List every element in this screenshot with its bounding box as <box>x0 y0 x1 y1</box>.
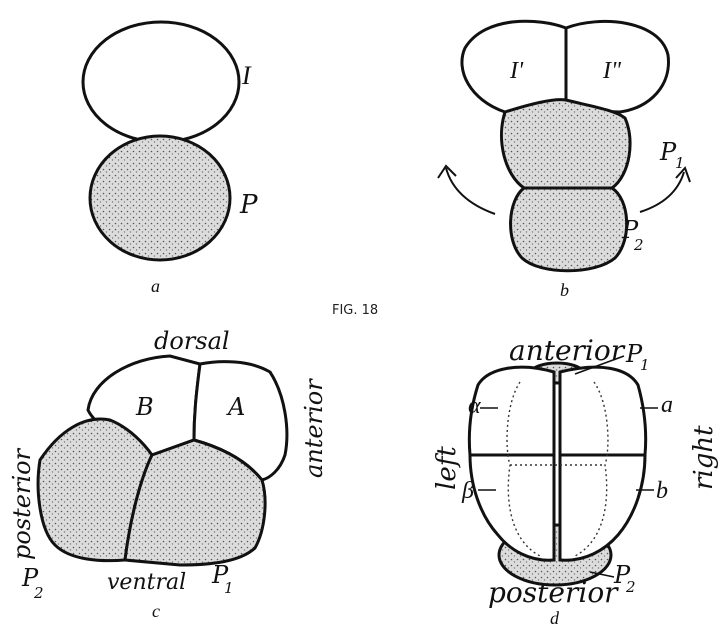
panel-d: anterior posterior left right P 1 P 2 α … <box>432 334 719 628</box>
cell-alpha <box>469 367 554 455</box>
label-P: P <box>239 190 258 220</box>
label-a: a <box>661 392 673 418</box>
panel-letter-b: b <box>560 280 569 300</box>
cell-P1 <box>501 100 630 188</box>
panel-letter-a: a <box>151 276 160 296</box>
panel-c: dorsal ventral posterior anterior B A P … <box>8 327 328 621</box>
rotation-arrow-left <box>446 168 495 214</box>
label-alpha: α <box>468 393 481 419</box>
label-A: A <box>226 393 245 421</box>
cell-b <box>560 455 645 560</box>
cell-P2 <box>511 188 627 271</box>
label-P2-c-sub: 2 <box>33 584 44 602</box>
label-posterior-d: posterior <box>488 576 619 609</box>
label-P1-sub: 1 <box>675 154 685 172</box>
label-I-double-prime: I" <box>602 58 622 84</box>
label-I: I <box>241 61 252 90</box>
label-P2-d-sub: 2 <box>625 578 636 596</box>
label-beta: β <box>461 478 474 504</box>
rotation-arrow-right <box>640 172 684 212</box>
panel-a: I P a <box>83 22 258 296</box>
label-B: B <box>135 393 154 421</box>
label-posterior-c: posterior <box>8 447 36 560</box>
cell-I <box>83 22 239 142</box>
label-ventral: ventral <box>107 570 186 595</box>
label-P1-c-sub: 1 <box>224 579 234 597</box>
panel-letter-d: d <box>550 608 560 628</box>
cell-a <box>560 367 646 455</box>
panel-b: I' I" P 1 P 2 b <box>438 21 690 300</box>
cell-beta <box>470 455 554 560</box>
figure-caption: FIG. 18 <box>332 303 378 318</box>
label-P1-d-sub: 1 <box>640 356 650 374</box>
label-anterior-c: anterior <box>300 378 328 478</box>
panel-letter-c: c <box>152 601 160 621</box>
cell-P <box>90 136 230 260</box>
label-dorsal: dorsal <box>154 327 230 355</box>
label-left: left <box>432 446 462 490</box>
label-I-prime: I' <box>509 58 524 84</box>
label-P2-sub: 2 <box>633 236 644 254</box>
label-right: right <box>689 425 719 490</box>
label-b: b <box>656 478 668 504</box>
